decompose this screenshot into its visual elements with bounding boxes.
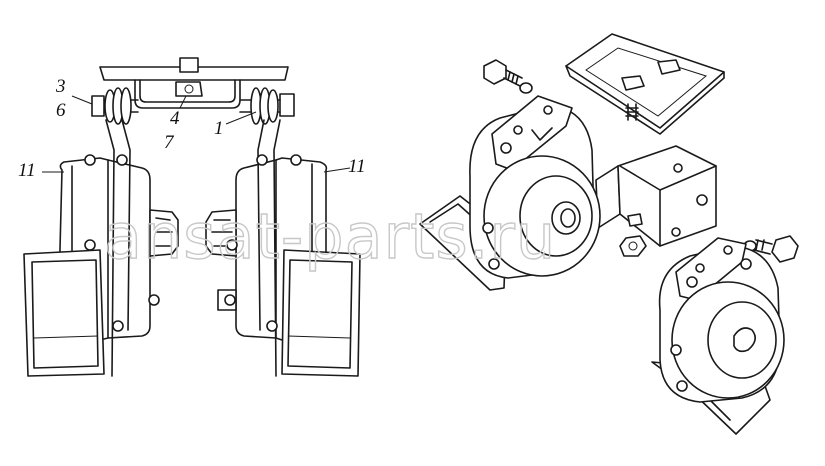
callout-7: 7 [164,132,175,153]
callout-labels: 3 6 4 7 1 11 11 [18,76,366,181]
callout-4: 4 [170,108,180,129]
callout-1: 1 [214,118,224,139]
callout-3: 3 [55,76,66,97]
left-horn-assembly [23,57,361,377]
exploded-horn-view [419,33,799,435]
callout-6: 6 [56,100,66,121]
callout-11-left: 11 [18,160,36,181]
watermark-text: ansat-parts.ru [104,200,556,273]
callout-11-right: 11 [348,156,366,177]
